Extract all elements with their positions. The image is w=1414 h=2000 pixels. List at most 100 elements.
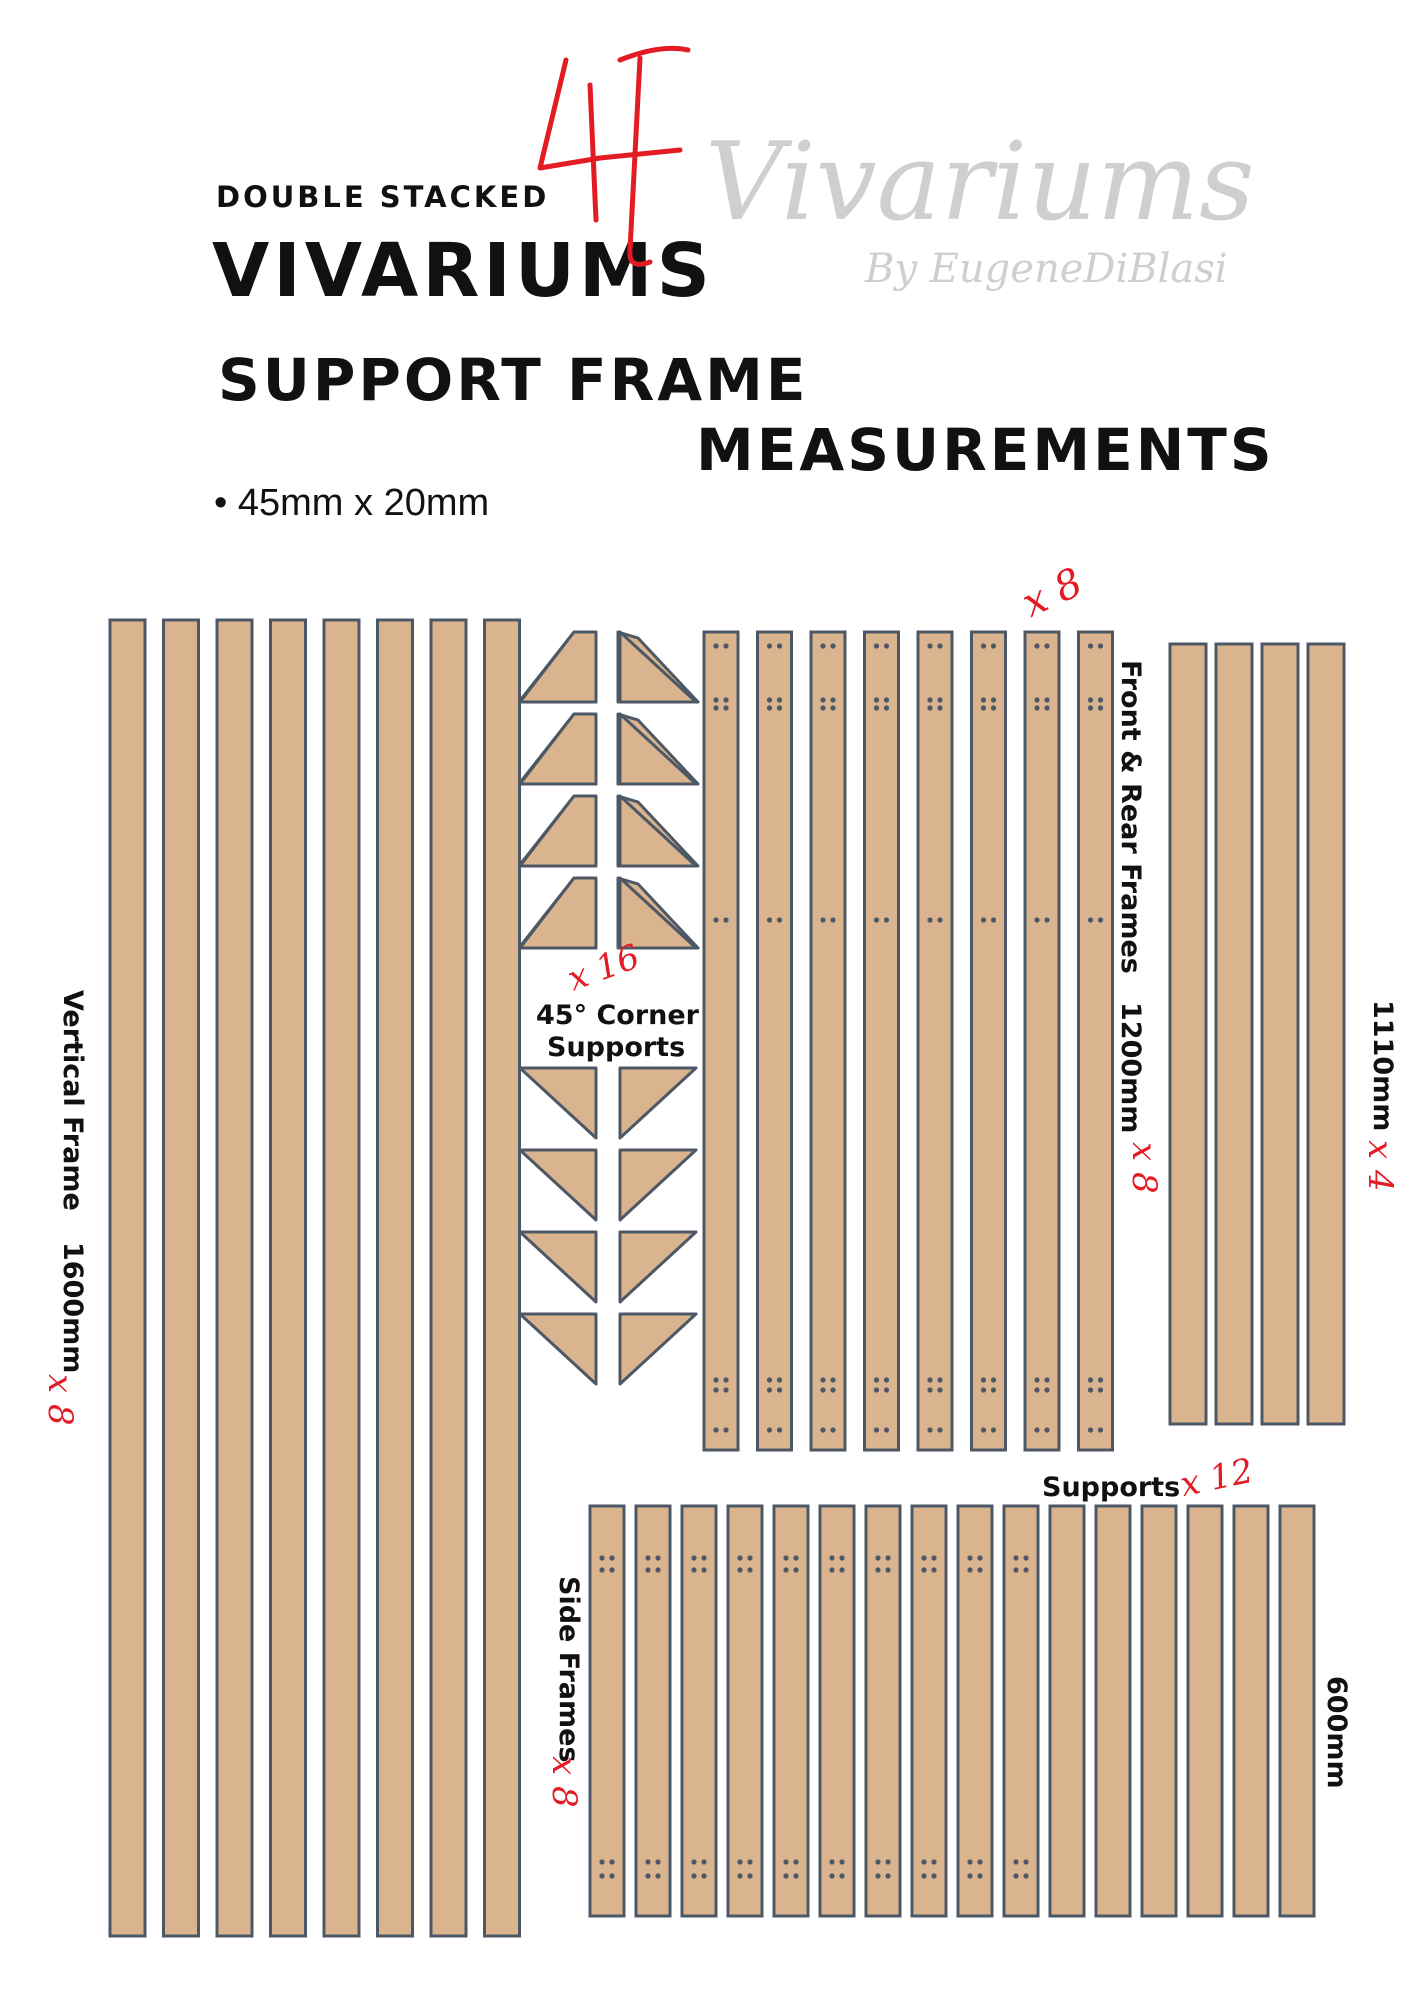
screw-hole	[980, 1377, 987, 1383]
corner-support-piece	[618, 876, 698, 950]
front-rear-frame-board	[756, 630, 793, 1452]
screw-hole	[829, 1567, 835, 1573]
screw-hole	[875, 1873, 881, 1879]
screw-hole	[713, 697, 719, 703]
screw-hole	[723, 643, 729, 649]
screw-hole	[691, 1859, 697, 1865]
screw-hole	[645, 1873, 651, 1879]
support-board	[1278, 1504, 1316, 1918]
support-board	[1048, 1504, 1086, 1918]
corner-support-piece	[518, 794, 598, 868]
screw-hole	[830, 705, 836, 711]
side-frame-board	[634, 1504, 672, 1918]
corner-support-piece	[518, 1230, 598, 1304]
screw-hole	[783, 1873, 789, 1879]
screw-hole	[713, 917, 719, 923]
front-rear-frame-board	[1023, 630, 1061, 1452]
corner-support-piece	[618, 1148, 698, 1222]
screw-hole	[967, 1567, 973, 1573]
screw-hole	[766, 705, 773, 711]
screw-hole	[820, 1427, 826, 1433]
screw-hole	[977, 1873, 983, 1879]
screw-hole	[723, 1377, 729, 1383]
corner-support-piece	[618, 1230, 698, 1304]
title-measurements: MEASUREMENTS	[696, 416, 1275, 484]
support-board	[1140, 1504, 1178, 1918]
screw-hole	[921, 1555, 927, 1561]
screw-hole	[1034, 705, 1040, 711]
screw-hole	[829, 1873, 835, 1879]
brand-logo-sub: By EugeneDiBlasi	[865, 246, 1228, 292]
screw-hole	[990, 917, 997, 923]
qty-vertical: x 8	[40, 1374, 80, 1426]
screw-hole	[609, 1873, 615, 1879]
screw-hole	[883, 1387, 890, 1393]
label-front-rear: Front & Rear Frames	[1115, 660, 1146, 974]
screw-hole	[1097, 1387, 1104, 1393]
screw-hole	[820, 1377, 826, 1383]
screw-hole	[1013, 1859, 1019, 1865]
screw-hole	[931, 1873, 937, 1879]
screw-hole	[883, 917, 890, 923]
screw-hole	[990, 1427, 997, 1433]
front-rear-frame-board	[916, 630, 954, 1452]
screw-hole	[701, 1873, 707, 1879]
screw-hole	[609, 1567, 615, 1573]
screw-hole	[873, 705, 880, 711]
long-support-board	[1168, 642, 1208, 1426]
screw-hole	[931, 1555, 937, 1561]
screw-hole	[1044, 697, 1050, 703]
corner-support-piece	[618, 630, 698, 704]
long-support-board	[1260, 642, 1300, 1426]
screw-hole	[883, 1427, 890, 1433]
screw-hole	[1023, 1873, 1029, 1879]
screw-hole	[599, 1555, 605, 1561]
screw-hole	[977, 1859, 983, 1865]
side-frame-board	[818, 1504, 856, 1918]
screw-hole	[655, 1859, 661, 1865]
screw-hole	[927, 1427, 933, 1433]
screw-hole	[1044, 1377, 1050, 1383]
screw-hole	[875, 1555, 881, 1561]
screw-hole	[977, 1567, 983, 1573]
qty-side: x 8	[544, 1756, 584, 1808]
screw-hole	[766, 1377, 773, 1383]
screw-hole	[776, 1387, 783, 1393]
screw-hole	[883, 1377, 890, 1383]
screw-hole	[599, 1873, 605, 1879]
screw-hole	[1044, 643, 1050, 649]
screw-hole	[921, 1567, 927, 1573]
screw-hole	[1087, 1377, 1094, 1383]
screw-hole	[1023, 1555, 1029, 1561]
screw-hole	[875, 1567, 881, 1573]
vertical-frame-board	[376, 618, 414, 1938]
screw-hole	[766, 917, 773, 923]
screw-hole	[1097, 705, 1104, 711]
vertical-frame-board	[162, 618, 200, 1938]
screw-hole	[875, 1859, 881, 1865]
screw-hole	[1013, 1555, 1019, 1561]
screw-hole	[839, 1859, 845, 1865]
screw-hole	[776, 1377, 783, 1383]
screw-hole	[883, 697, 890, 703]
corner-support-piece	[518, 876, 598, 950]
screw-hole	[713, 705, 719, 711]
screw-hole	[967, 1859, 973, 1865]
screw-hole	[793, 1555, 799, 1561]
screw-hole	[1087, 917, 1094, 923]
screw-hole	[830, 643, 836, 649]
corner-support-piece	[618, 1066, 698, 1140]
screw-hole	[830, 1427, 836, 1433]
screw-hole	[766, 643, 773, 649]
screw-hole	[820, 705, 826, 711]
screw-hole	[937, 917, 943, 923]
screw-hole	[990, 1387, 997, 1393]
screw-hole	[990, 705, 997, 711]
screw-hole	[776, 1427, 783, 1433]
screw-hole	[1097, 697, 1104, 703]
screw-hole	[1034, 643, 1040, 649]
screw-hole	[873, 1377, 880, 1383]
screw-hole	[783, 1567, 789, 1573]
screw-hole	[820, 643, 826, 649]
